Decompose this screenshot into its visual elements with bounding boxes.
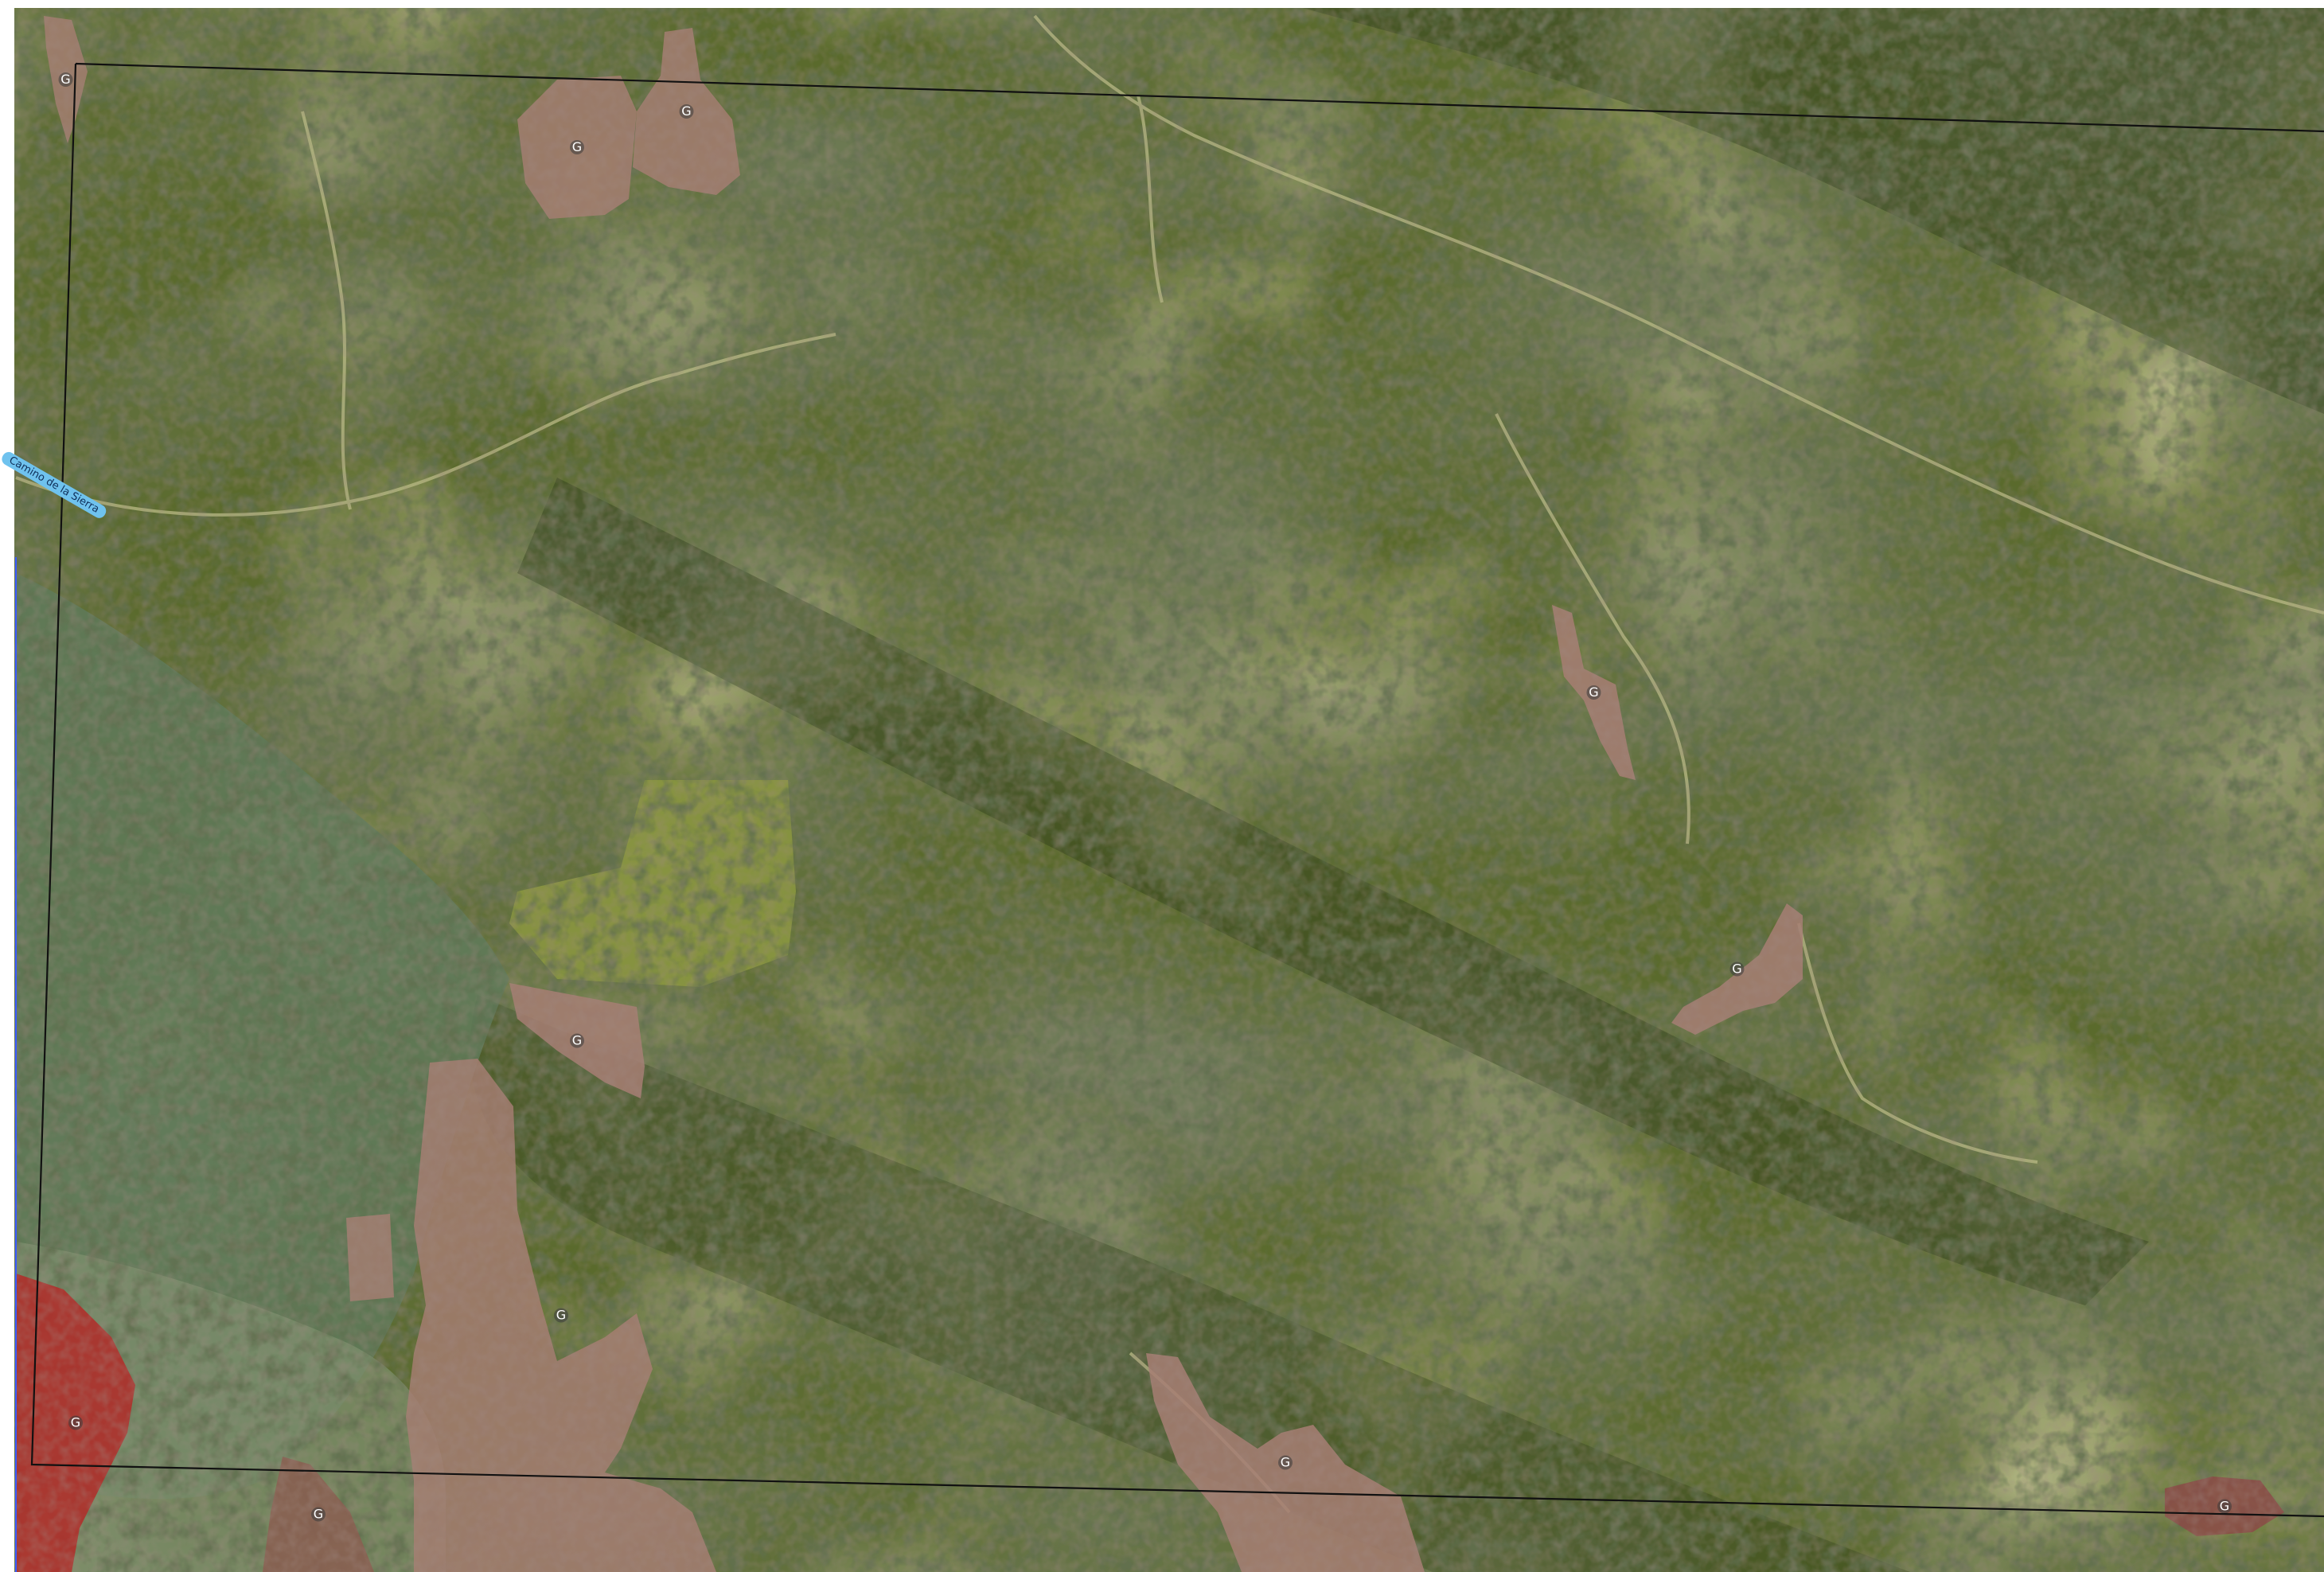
parcel-label: G — [1589, 685, 1598, 700]
parcel-label: G — [314, 1507, 323, 1522]
parcel-label: G — [71, 1415, 80, 1430]
parcel-label: G — [572, 1033, 582, 1048]
parcel-label-marker — [68, 1415, 83, 1430]
study-area-frame[interactable] — [30, 62, 2324, 1518]
top-border — [0, 0, 2324, 8]
parcel-label: G — [1281, 1455, 1290, 1470]
parcel-label-marker — [1278, 1455, 1293, 1470]
parcel-label-marker — [554, 1308, 568, 1323]
parcel-label: G — [572, 139, 582, 154]
parcel-label: G — [60, 72, 70, 87]
left-border — [0, 0, 14, 1572]
parcel-label: G — [556, 1308, 566, 1323]
parcel-label-marker — [570, 1033, 584, 1048]
parcel-labels: G G G G G G G G G G G — [58, 72, 2232, 1522]
parcel-label: G — [1732, 962, 1741, 977]
parcel-label-marker — [679, 104, 694, 119]
parcel-label-marker — [311, 1507, 326, 1522]
parcel-label: G — [681, 103, 691, 119]
parcel-label-marker — [1729, 962, 1745, 977]
parcel-label: G — [2220, 1499, 2229, 1514]
parcel-label-marker — [570, 140, 584, 154]
parcel-label-marker — [58, 72, 73, 87]
parcel-label-marker — [1586, 685, 1601, 700]
parcel-label-marker — [2217, 1499, 2232, 1514]
